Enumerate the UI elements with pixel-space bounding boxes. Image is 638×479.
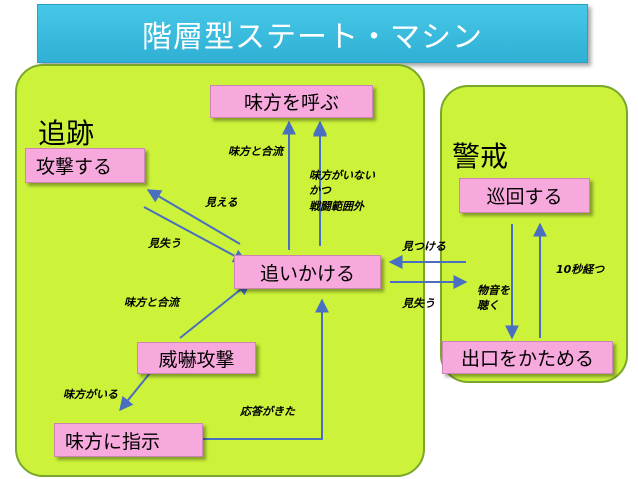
state-threat-attack: 威嚇攻撃 bbox=[137, 342, 256, 374]
state-block-exit-label: 出口をかためる bbox=[460, 348, 594, 370]
state-block-exit: 出口をかためる bbox=[442, 341, 613, 374]
state-patrol-label: 巡回する bbox=[486, 186, 563, 208]
title-banner: 階層型ステート・マシン bbox=[37, 4, 588, 63]
arrow-threat-to-instruct bbox=[119, 372, 151, 412]
state-patrol: 巡回する bbox=[459, 178, 590, 213]
label-no-ally-1: 味方がいない bbox=[309, 169, 375, 182]
label-found: 見つける bbox=[402, 240, 446, 253]
label-ten-sec: 10秒経つ bbox=[556, 263, 605, 276]
arrow-chase-to-attack bbox=[146, 189, 241, 245]
arrow-threat-to-chase bbox=[179, 281, 252, 339]
state-chase: 追いかける bbox=[234, 255, 381, 289]
label-lose-2: 見失う bbox=[402, 297, 435, 310]
state-attack: 攻撃する bbox=[25, 148, 145, 183]
arrow-instruct-to-chase bbox=[200, 298, 329, 440]
alert-group-label: 警戒 bbox=[452, 140, 509, 173]
state-call-ally-label: 味方を呼ぶ bbox=[243, 92, 339, 114]
label-no-ally-2: かつ bbox=[309, 184, 331, 197]
state-instruct-ally: 味方に指示 bbox=[54, 423, 203, 457]
label-join-ally-1: 味方と合流 bbox=[228, 145, 283, 158]
diagram-title: 階層型ステート・マシン bbox=[142, 19, 483, 55]
label-see: 見える bbox=[205, 196, 238, 209]
label-responded: 応答がきた bbox=[240, 405, 295, 418]
label-ally-present: 味方がいる bbox=[63, 388, 118, 401]
label-lose-1: 見失う bbox=[148, 237, 181, 250]
state-attack-label: 攻撃する bbox=[36, 156, 113, 178]
state-instruct-ally-label: 味方に指示 bbox=[65, 430, 161, 453]
label-no-ally-3: 戦闘範囲外 bbox=[309, 200, 364, 213]
state-call-ally: 味方を呼ぶ bbox=[210, 85, 373, 118]
state-chase-label: 追いかける bbox=[259, 262, 355, 285]
state-threat-attack-label: 威嚇攻撃 bbox=[158, 348, 235, 371]
label-hear-1: 物音を bbox=[477, 284, 510, 297]
arrow-attack-to-chase bbox=[143, 206, 248, 263]
label-join-ally-2: 味方と合流 bbox=[124, 296, 179, 309]
chase-group-label: 追跡 bbox=[38, 117, 95, 150]
label-hear-2: 聴く bbox=[477, 299, 499, 312]
